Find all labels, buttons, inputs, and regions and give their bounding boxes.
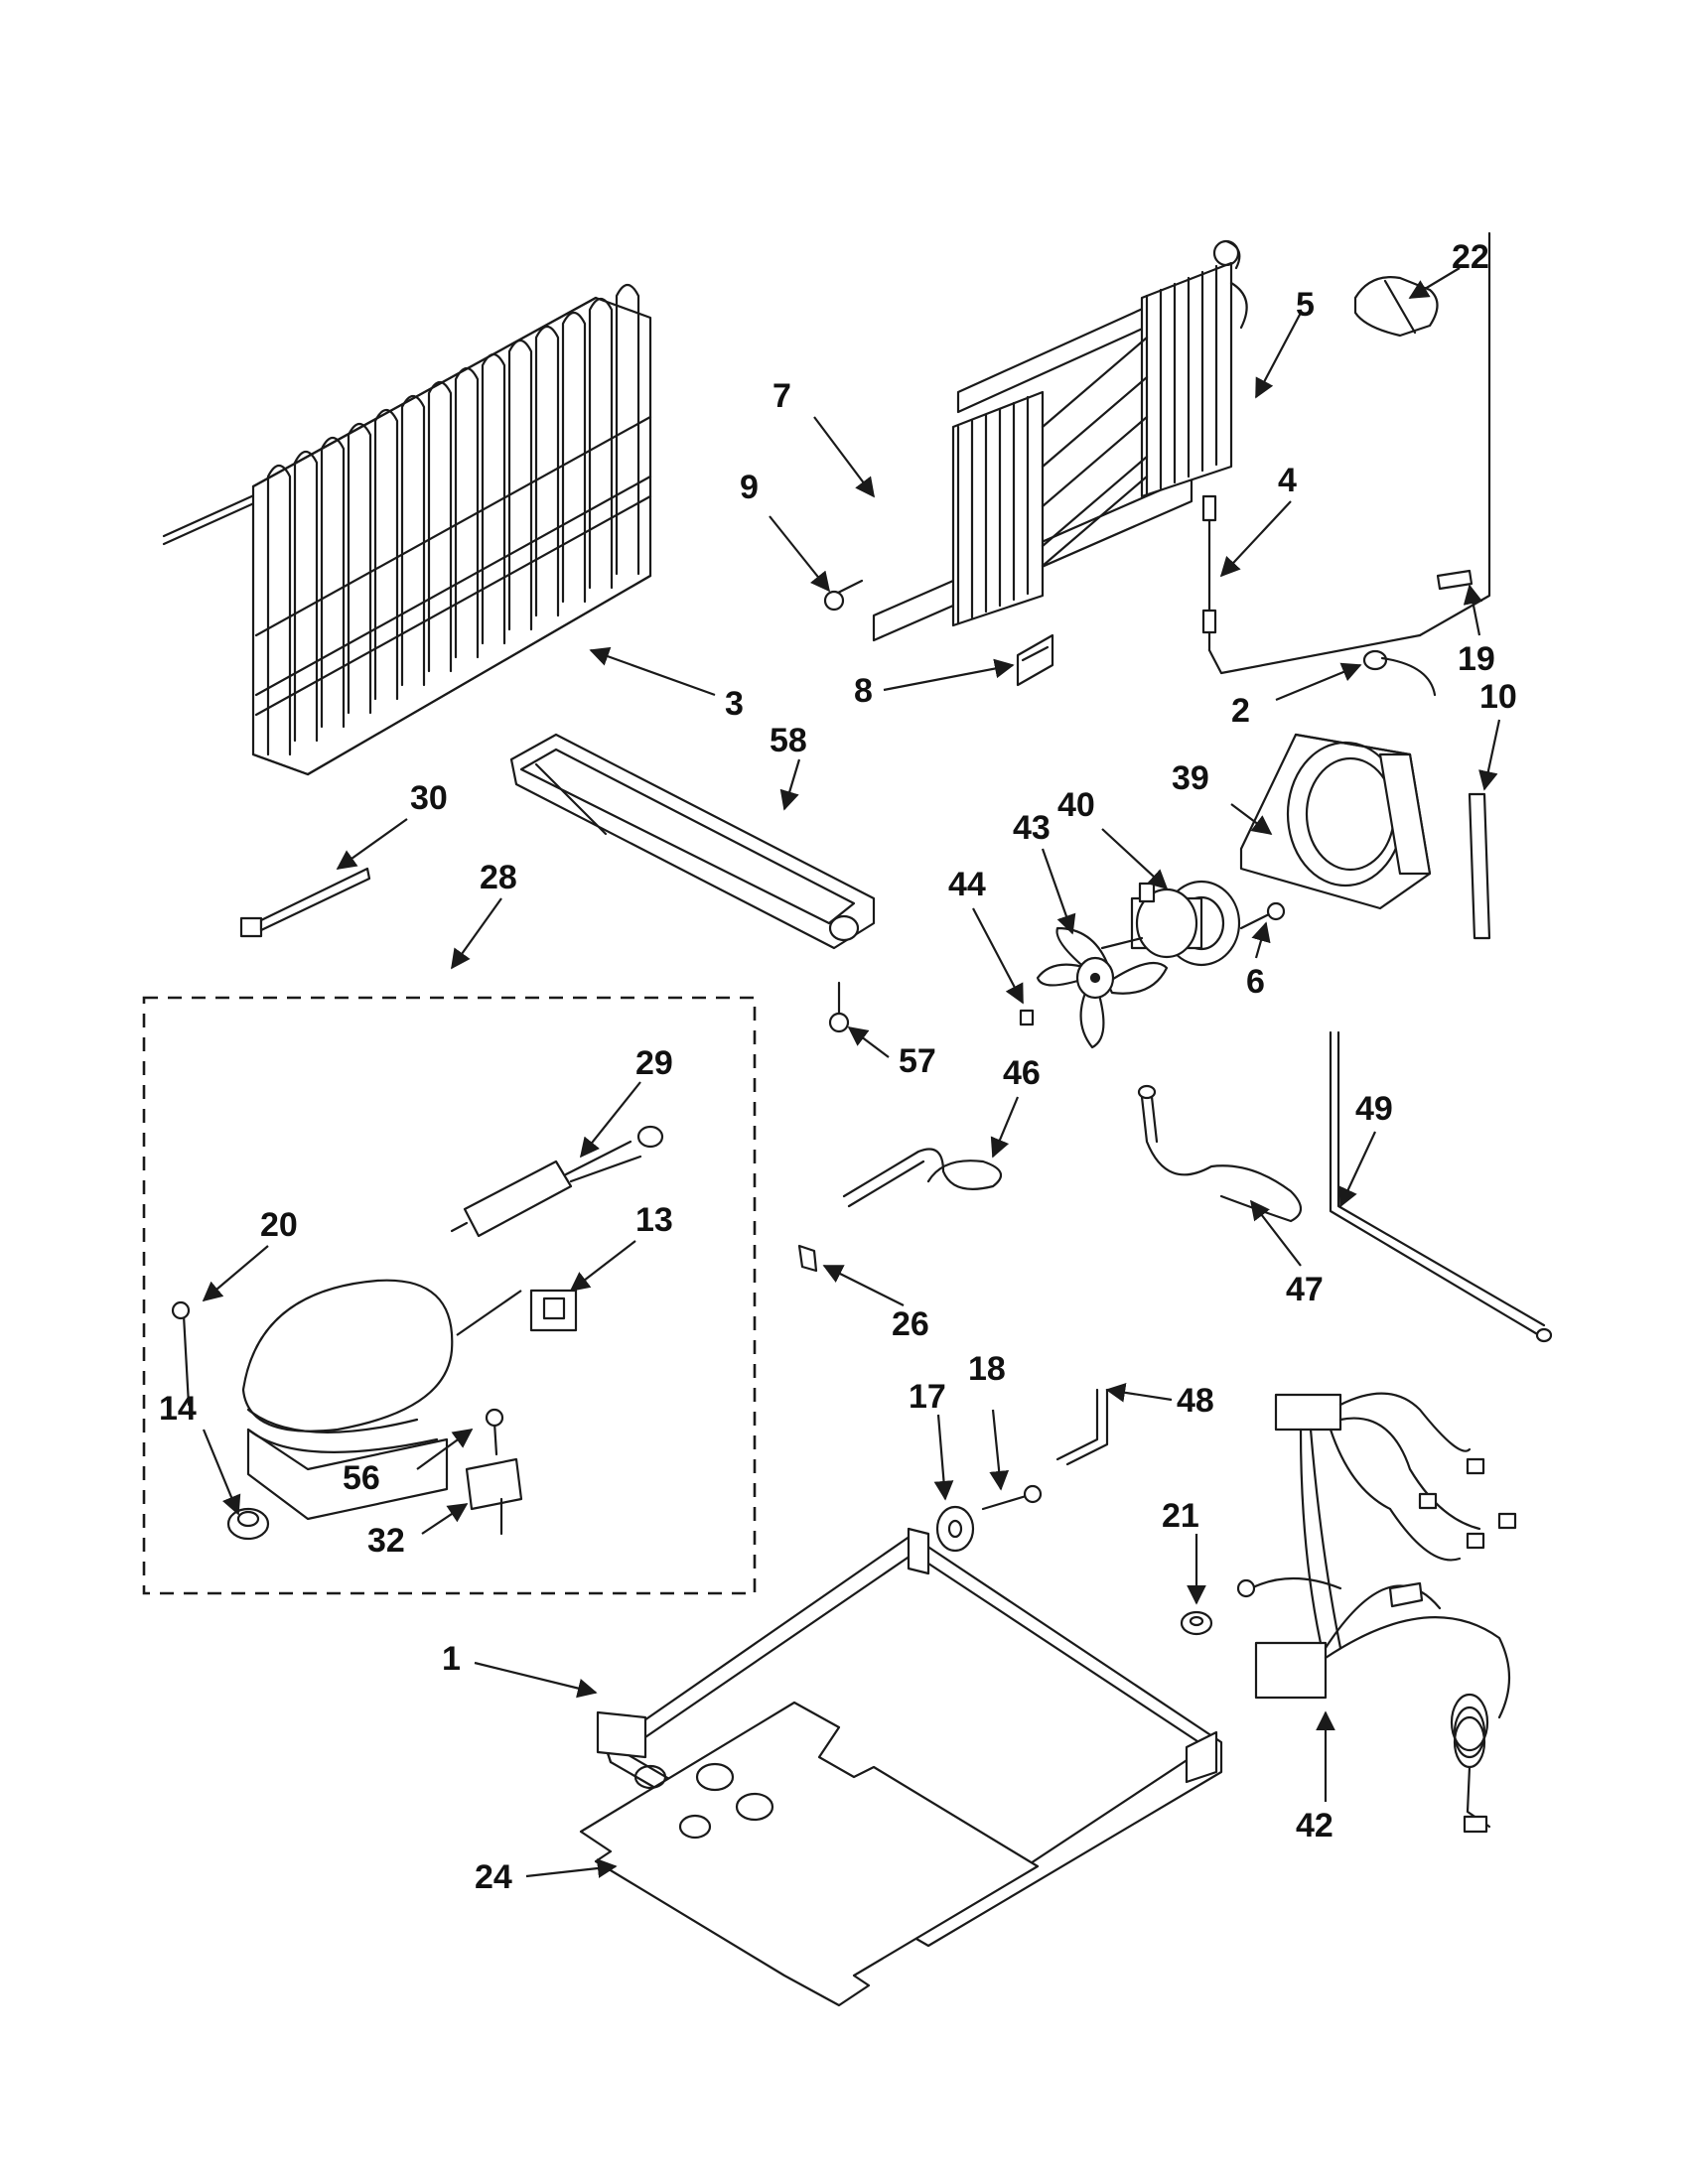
callout-48: 48: [1177, 1382, 1214, 1420]
evaporator-screw-part: [823, 579, 864, 612]
callout-32: 32: [367, 1522, 405, 1560]
callout-1: 1: [442, 1640, 461, 1678]
callout-8: 8: [854, 672, 873, 710]
callout-29: 29: [635, 1044, 673, 1082]
callout-42: 42: [1296, 1807, 1333, 1844]
suction-tube-part: [1137, 1084, 1303, 1223]
defrost-thermostat-part: [1201, 231, 1491, 675]
compressor-grommet-part: [226, 1507, 270, 1541]
callout-39: 39: [1172, 759, 1209, 797]
callout-40: 40: [1057, 786, 1095, 824]
drain-tube-part: [842, 1148, 1003, 1208]
grommet-part: [1362, 649, 1437, 697]
gasket-strip-part: [1468, 792, 1491, 940]
evaporator-part: [872, 239, 1248, 642]
callout-4: 4: [1278, 462, 1297, 499]
discharge-tube-part: [1055, 1388, 1109, 1466]
callout-21: 21: [1162, 1497, 1199, 1535]
callout-22: 22: [1452, 238, 1489, 276]
motor-screw-part: [1239, 901, 1286, 930]
relay-part: [529, 1289, 578, 1332]
callout-labels: 3 7 9 8 5 22 4 19 2 10 58 30 28 39 40 43…: [159, 238, 1517, 1896]
roller-part: [935, 1484, 1043, 1553]
callout-14: 14: [159, 1390, 197, 1428]
callout-57: 57: [899, 1042, 936, 1080]
callout-44: 44: [948, 866, 986, 903]
cable-tie-part: [239, 867, 371, 938]
fan-shroud-part: [1239, 733, 1432, 910]
blade-clip-part: [1019, 1009, 1035, 1026]
callout-58: 58: [770, 722, 807, 759]
fan-blade-part: [1036, 926, 1169, 1049]
callout-7: 7: [772, 377, 791, 415]
wire-clip-part: [1436, 569, 1474, 591]
callout-26: 26: [892, 1305, 929, 1343]
callout-43: 43: [1013, 809, 1051, 847]
cap-part: [1353, 276, 1439, 338]
callout-2: 2: [1231, 692, 1250, 730]
drier-part: [450, 1125, 664, 1238]
capillary-tube-part: [1329, 1030, 1553, 1343]
condenser-coil-part: [162, 283, 652, 776]
compressor-part: [171, 1279, 454, 1521]
callout-10: 10: [1479, 678, 1517, 716]
callout-17: 17: [909, 1378, 946, 1416]
callout-13: 13: [635, 1201, 673, 1239]
wire-harness-part: [1236, 1392, 1517, 1834]
callout-3: 3: [725, 685, 744, 723]
overload-part: [465, 1408, 523, 1536]
tube-clip-part: [797, 1244, 818, 1273]
fan-motor-part: [1100, 880, 1241, 967]
callout-56: 56: [343, 1459, 380, 1497]
callout-49: 49: [1355, 1090, 1393, 1128]
drain-trough-part: [509, 733, 876, 950]
callout-46: 46: [1003, 1054, 1041, 1092]
callout-leaders: [202, 267, 1501, 1878]
callout-18: 18: [968, 1350, 1006, 1388]
evaporator-clip-part: [1016, 633, 1054, 687]
callout-28: 28: [480, 859, 517, 896]
callout-24: 24: [475, 1858, 512, 1896]
insulation-pad-part: [579, 1701, 1040, 2007]
callout-30: 30: [410, 779, 448, 817]
trough-screw-part: [828, 981, 850, 1033]
callout-19: 19: [1458, 640, 1495, 678]
nut-part: [1180, 1610, 1213, 1636]
callout-9: 9: [740, 469, 759, 506]
callout-5: 5: [1296, 286, 1315, 324]
compressor-kit-outline: [142, 996, 757, 1595]
callout-47: 47: [1286, 1271, 1324, 1308]
callout-20: 20: [260, 1206, 298, 1244]
callout-6: 6: [1246, 963, 1265, 1001]
